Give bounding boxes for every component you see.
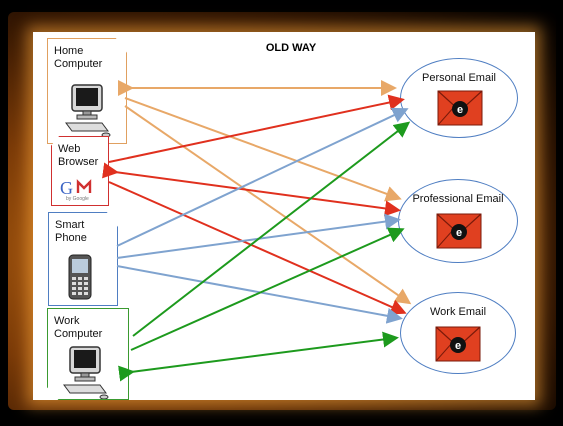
- home-computer-card: Home Computer: [47, 38, 127, 144]
- computer-icon: [65, 84, 111, 137]
- gmail-logo: G: [60, 178, 92, 198]
- arrow-browser-work: [108, 181, 407, 315]
- home-computer-label: Home Computer: [54, 45, 103, 70]
- svg-text:e: e: [455, 340, 461, 352]
- arrow-home-professional: [124, 97, 402, 202]
- work-computer-label: Work Computer: [54, 315, 103, 340]
- professional-email-label: Professional Email: [412, 193, 504, 205]
- personal-email-label: Personal Email: [422, 72, 496, 84]
- personal-email-node: Personal Email e: [400, 58, 518, 138]
- arrow-work-personal: [132, 121, 411, 337]
- envelope-icon: e: [436, 213, 482, 249]
- diagram-panel: OLD WAY Home Computer Web Browser G by G…: [33, 32, 535, 400]
- phone-icon: [68, 254, 92, 300]
- arrow-home-work: [124, 105, 412, 305]
- work-computer-card: Work Computer: [47, 308, 129, 400]
- arrow-browser-professional: [102, 162, 401, 217]
- smart-phone-card: Smart Phone: [48, 212, 118, 306]
- svg-text:e: e: [457, 104, 463, 116]
- work-email-label: Work Email: [429, 306, 487, 318]
- work-email-node: Work Email e: [400, 292, 516, 374]
- arrow-phone-work: [116, 265, 403, 324]
- arrow-phone-personal: [116, 107, 409, 247]
- professional-email-node: Professional Email e: [398, 179, 518, 263]
- envelope-icon: e: [437, 90, 483, 126]
- diagram-title: OLD WAY: [265, 42, 317, 54]
- connector-arrows: [102, 80, 412, 382]
- envelope-icon: e: [435, 326, 481, 362]
- arrow-work-professional: [130, 227, 405, 351]
- smart-phone-label: Smart Phone: [55, 219, 87, 244]
- arrow-work-work: [118, 331, 399, 382]
- web-browser-label: Web Browser: [58, 143, 99, 168]
- gmail-by-google-text: by Google: [66, 196, 89, 202]
- arrow-browser-personal: [108, 94, 405, 163]
- computer-icon: [63, 346, 109, 399]
- svg-text:G: G: [60, 178, 73, 198]
- web-browser-card: Web Browser G by Google: [51, 136, 109, 206]
- svg-text:e: e: [456, 227, 462, 239]
